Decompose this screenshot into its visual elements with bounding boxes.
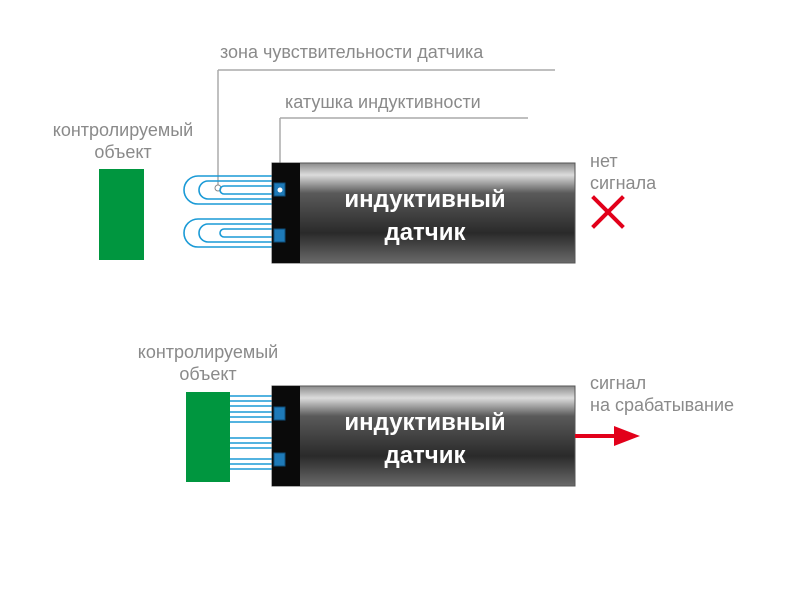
top-sensor-face [272,163,300,263]
top-output-label-line1: нет [590,151,618,171]
coil-label: катушка индуктивности [285,92,481,112]
bottom-output-label-line2: на срабатывание [590,395,734,415]
top-field-lines [183,175,272,248]
bottom-sensor-face [272,386,300,486]
arrow-right-icon [575,426,640,446]
top-object-label-line1: контролируемый [53,120,193,140]
top-coil-marker [277,187,283,193]
top-inductive-sensor: индуктивный датчик [271,162,576,264]
bottom-sensor-label-line1: индуктивный [344,409,505,436]
top-sensor-label-line2: датчик [384,219,466,246]
bottom-coil-lower [273,452,286,467]
bottom-scene: контролируемый объект индуктивный датчик [138,342,734,487]
bottom-output-label-line1: сигнал [590,373,646,393]
bottom-field-lines [230,395,272,470]
bottom-object-label-line1: контролируемый [138,342,278,362]
bottom-sensor-label-line2: датчик [384,442,466,469]
bottom-object-label-line2: объект [179,364,236,384]
cross-icon [591,195,625,229]
top-sensor-body [271,162,576,264]
top-sensor-label-line1: индуктивный [344,186,505,213]
sensitivity-zone-label: зона чувствительности датчика [220,42,484,62]
top-scene: контролируемый объект индуктивный датчик… [53,120,657,264]
bottom-inductive-sensor: индуктивный датчик [271,385,576,487]
top-coil-lower [273,228,286,243]
top-output-label-line2: сигнала [590,173,657,193]
top-object-label-line2: объект [94,142,151,162]
bottom-sensor-body [271,385,576,487]
bottom-controlled-object [186,392,230,482]
bottom-coil-upper [273,406,286,421]
top-controlled-object [99,169,144,260]
